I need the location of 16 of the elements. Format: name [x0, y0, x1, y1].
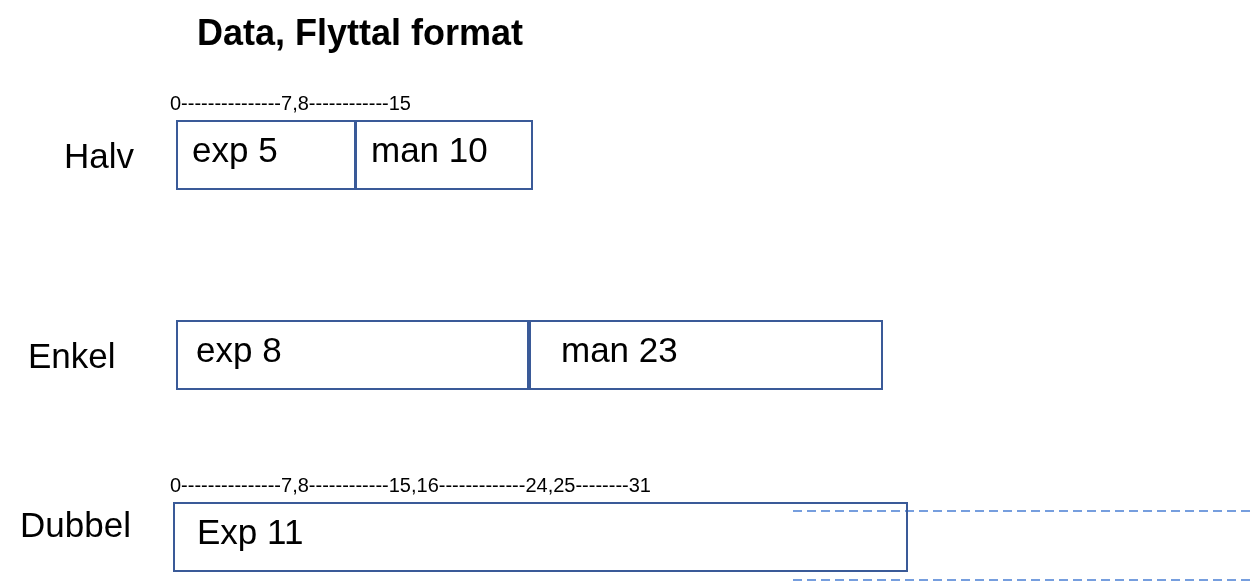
field-label: exp 8 — [196, 330, 282, 370]
field-box — [529, 320, 883, 390]
row-label: Dubbel — [20, 505, 131, 545]
field-box — [176, 320, 529, 390]
field-label: man 23 — [561, 330, 678, 370]
field-label: man 10 — [371, 130, 488, 170]
row-label: Halv — [64, 136, 135, 176]
field-label: exp 5 — [192, 130, 278, 170]
row-label: Enkel — [28, 336, 116, 376]
bit-range-label: 0---------------7,8------------15 — [170, 92, 411, 115]
title: Data, Flyttal format — [197, 12, 524, 54]
field-box — [355, 120, 533, 190]
field-box — [173, 502, 908, 572]
field-label: Exp 11 — [197, 512, 304, 552]
field-box — [176, 120, 356, 190]
bit-range-label: 0---------------7,8------------15,16-------------24,25--------31 — [170, 474, 651, 497]
